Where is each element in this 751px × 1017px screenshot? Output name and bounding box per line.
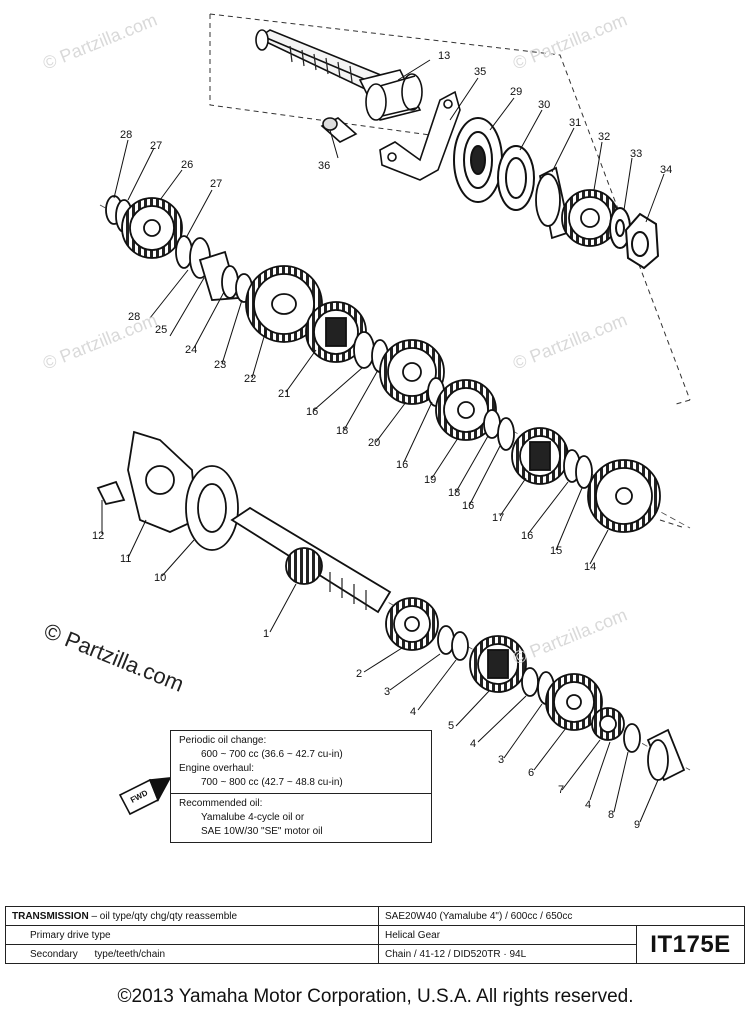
- spec-label-bold: TRANSMISSION: [12, 910, 89, 922]
- callout-9: 9: [634, 819, 641, 831]
- oil-note-box: Periodic oil change: 600 ~ 700 cc (36.6 …: [170, 730, 432, 843]
- callout-35: 35: [474, 66, 487, 78]
- gear-cluster-lower: [96, 430, 686, 782]
- copyright: ©2013 Yamaha Motor Corporation, U.S.A. A…: [117, 986, 634, 1007]
- spec-table: TRANSMISSION – oil type/qty chg/qty reas…: [5, 906, 745, 964]
- callout-8: 8: [608, 809, 615, 821]
- callout-13: 13: [438, 50, 451, 62]
- fwd-arrow: [118, 777, 172, 816]
- callout-33: 33: [630, 148, 643, 160]
- callout-15: 15: [550, 545, 563, 557]
- spec-label: Secondary type/teeth/chain: [5, 944, 379, 964]
- callout-17: 17: [492, 512, 505, 524]
- callout-18: 18: [448, 487, 461, 499]
- spec-value: SAE20W40 (Yamalube 4") / 600cc / 650cc: [378, 906, 745, 926]
- spec-value: Chain / 41-12 / DID520TR · 94L: [378, 944, 637, 964]
- callout-3: 3: [384, 686, 391, 698]
- recommended-oil-section: Recommended oil: Yamalube 4-cycle oil or…: [171, 793, 431, 842]
- sprocket-32: [561, 189, 619, 247]
- nut-34: [624, 212, 660, 270]
- callout-12: 12: [92, 530, 105, 542]
- oil-capacity-section: Periodic oil change: 600 ~ 700 cc (36.6 …: [171, 731, 431, 793]
- table-row: Primary drive type Helical Gear IT175E: [5, 925, 745, 964]
- callout-25: 25: [155, 324, 168, 336]
- callout-4: 4: [470, 738, 477, 750]
- callout-34: 34: [660, 164, 673, 176]
- periodic-label: Periodic oil change:: [179, 735, 267, 746]
- periodic-value: 600 ~ 700 cc (36.6 ~ 42.7 cu-in): [201, 749, 343, 760]
- table-row: Secondary type/teeth/chain Chain / 41-12…: [5, 944, 745, 964]
- gear-cluster-upper: [105, 195, 661, 533]
- spec-value: Helical Gear: [378, 925, 637, 945]
- callout-3: 3: [498, 754, 505, 766]
- callout-21: 21: [278, 388, 291, 400]
- bearing-plate: [320, 90, 461, 181]
- callout-6: 6: [528, 767, 535, 779]
- callout-28: 28: [120, 129, 133, 141]
- callout-31: 31: [569, 117, 582, 129]
- callout-23: 23: [214, 359, 227, 371]
- callout-16: 16: [306, 406, 319, 418]
- callout-16: 16: [462, 500, 475, 512]
- callout-5: 5: [448, 720, 455, 732]
- spec-label-rest: – oil type/qty chg/qty reassemble: [88, 910, 238, 922]
- callout-14: 14: [584, 561, 597, 573]
- callout-24: 24: [185, 344, 198, 356]
- spec-label: Primary drive type: [5, 925, 379, 945]
- callout-1: 1: [263, 628, 270, 640]
- callout-16: 16: [521, 530, 534, 542]
- callout-27: 27: [210, 178, 223, 190]
- callout-20: 20: [368, 437, 381, 449]
- callout-7: 7: [558, 784, 565, 796]
- bearing-29: [453, 117, 503, 203]
- seal-30: [497, 145, 535, 211]
- boundary-lines: [209, 13, 691, 529]
- recommended-label: Recommended oil:: [179, 798, 263, 809]
- recommended-line-2: SAE 10W/30 "SE" motor oil: [201, 826, 323, 837]
- callout-19: 19: [424, 474, 437, 486]
- table-row: TRANSMISSION – oil type/qty chg/qty reas…: [5, 906, 745, 926]
- callout-36: 36: [318, 160, 331, 172]
- leader-lines: [101, 59, 665, 823]
- callout-4: 4: [410, 706, 417, 718]
- recommended-line-1: Yamalube 4-cycle oil or: [201, 812, 305, 823]
- callout-16: 16: [396, 459, 409, 471]
- overhaul-value: 700 ~ 800 cc (42.7 ~ 48.8 cu-in): [201, 777, 343, 788]
- callout-10: 10: [154, 572, 167, 584]
- callout-22: 22: [244, 373, 257, 385]
- callout-30: 30: [538, 99, 551, 111]
- callout-18: 18: [336, 425, 349, 437]
- callout-28: 28: [128, 311, 141, 323]
- callout-4: 4: [585, 799, 592, 811]
- callout-2: 2: [356, 668, 363, 680]
- model-code: IT175E: [636, 925, 745, 964]
- callout-11: 11: [120, 553, 132, 565]
- callout-32: 32: [598, 131, 611, 143]
- overhaul-label: Engine overhaul:: [179, 763, 255, 774]
- callout-26: 26: [181, 159, 194, 171]
- spec-label: TRANSMISSION – oil type/qty chg/qty reas…: [5, 906, 379, 926]
- callout-27: 27: [150, 140, 163, 152]
- callout-29: 29: [510, 86, 523, 98]
- output-shaft: [255, 29, 423, 121]
